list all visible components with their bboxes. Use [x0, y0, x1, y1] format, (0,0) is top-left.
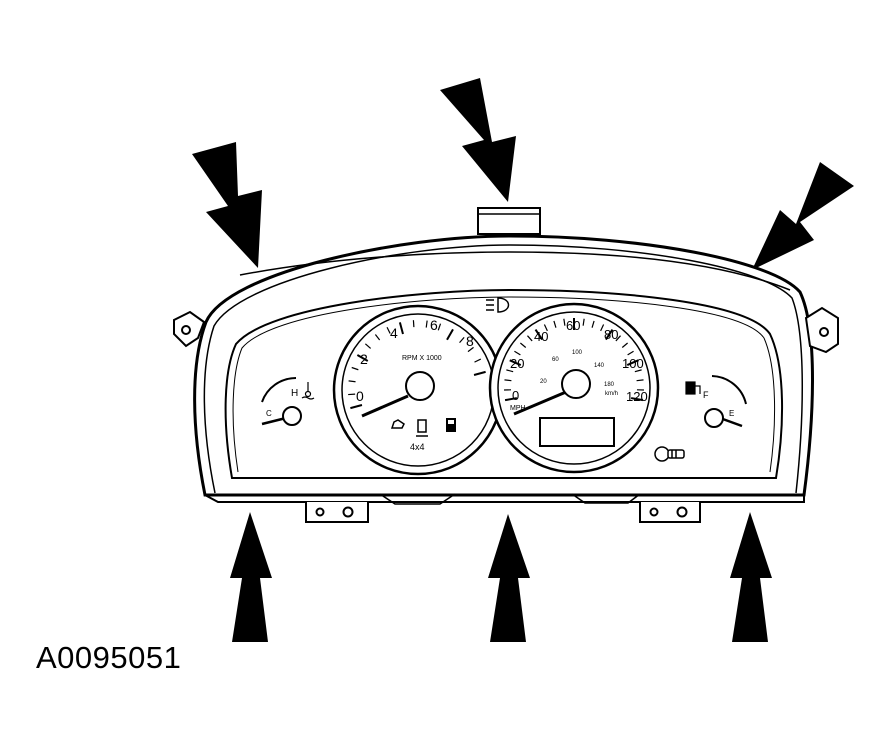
fuel-empty-label: E — [729, 409, 734, 418]
temp-hub — [283, 407, 301, 425]
kmh-tick-100: 100 — [572, 350, 583, 356]
temp-low-label: C — [266, 409, 272, 418]
figure-reference-id: A0095051 — [36, 640, 181, 676]
speedo-tick-80: 80 — [604, 327, 618, 342]
gauge-tick — [504, 380, 511, 381]
speedo-tick-100: 100 — [622, 356, 644, 371]
bottom-left-mounting-tab — [306, 502, 368, 522]
top-center-arrow — [440, 78, 516, 202]
top-clip-tab — [478, 208, 540, 234]
four-wheel-drive-indicator: 4x4 — [410, 442, 425, 452]
speedo-tick-120: 120 — [626, 389, 648, 404]
bottom-right-arrow — [730, 512, 772, 642]
temp-high-label: H — [291, 388, 298, 399]
tach-tick-4: 4 — [390, 325, 398, 341]
kmh-tick-140: 140 — [594, 363, 605, 369]
tach-label: RPM X 1000 — [402, 355, 442, 362]
top-right-arrow — [752, 162, 854, 270]
tachometer: 0 2 4 6 8 RPM X 1000 4x4 — [334, 306, 502, 474]
speedo-tick-40: 40 — [534, 329, 548, 344]
kmh-tick-60: 60 — [552, 357, 559, 363]
tach-tick-2: 2 — [360, 351, 368, 367]
speedo-tick-0: 0 — [512, 388, 519, 403]
bottom-left-arrow — [230, 512, 272, 642]
kmh-label: km/h — [605, 391, 618, 397]
top-left-arrow — [192, 142, 262, 268]
gauge-tick — [637, 380, 644, 381]
speedo-hub — [562, 370, 590, 398]
speedo-tick-20: 20 — [510, 356, 524, 371]
kmh-tick-180: 180 — [604, 382, 615, 388]
tach-hub — [406, 372, 434, 400]
fuel-full-label: F — [703, 390, 709, 400]
bottom-center-arrow — [488, 514, 530, 642]
bottom-right-mounting-tab — [640, 502, 700, 522]
tach-tick-8: 8 — [466, 333, 474, 349]
tach-tick-6: 6 — [430, 317, 438, 333]
speedo-tick-60: 60 — [566, 318, 580, 333]
odometer-display — [540, 418, 614, 446]
fuel-hub — [705, 409, 723, 427]
speedometer: 0 20 40 60 80 100 120 20 60 100 140 180 … — [490, 304, 658, 472]
tach-tick-0: 0 — [356, 388, 364, 404]
fuel-warning-icon — [446, 418, 456, 432]
kmh-tick-20: 20 — [540, 379, 547, 385]
